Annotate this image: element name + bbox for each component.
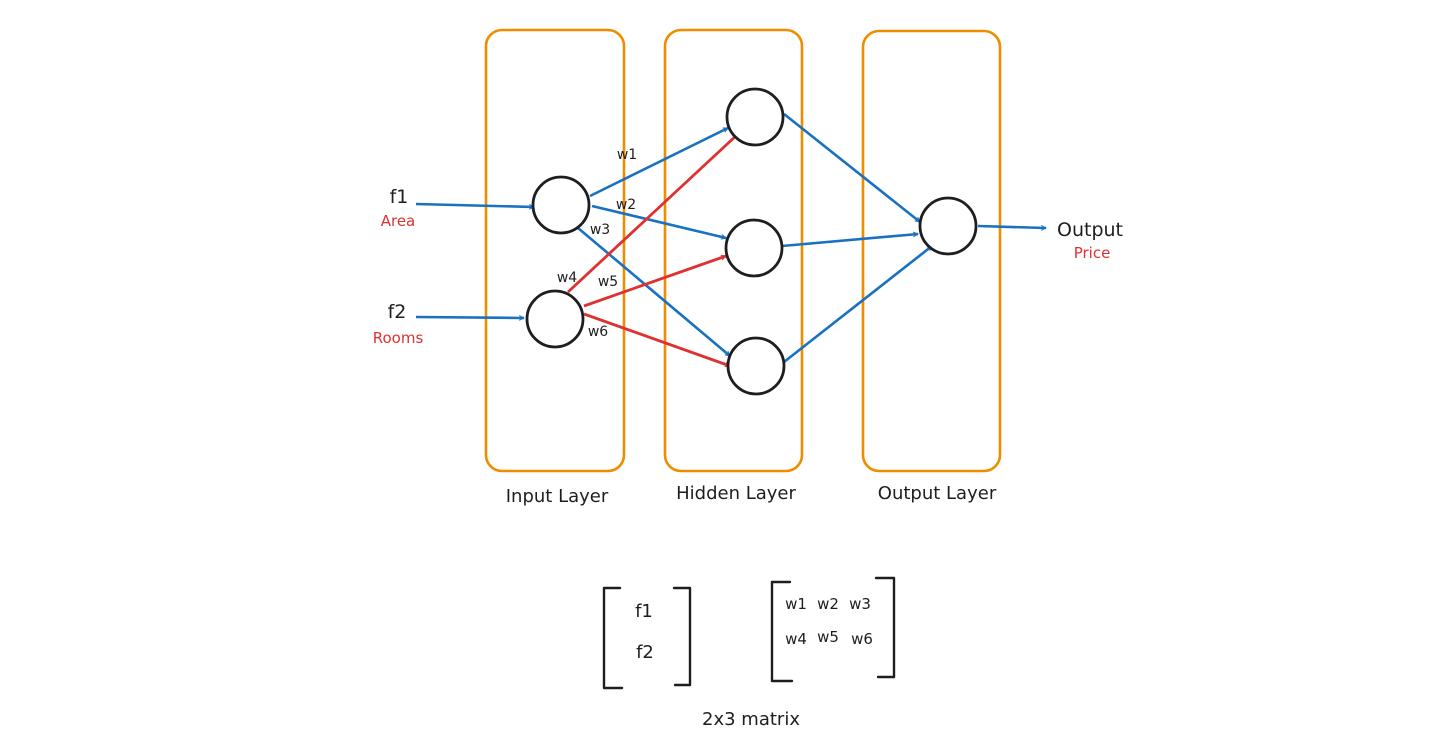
edge-w4 bbox=[567, 132, 739, 294]
matrix-cell-r1c1: w1 bbox=[785, 595, 807, 613]
edge-w6 bbox=[583, 312, 730, 368]
matrix-bracket-right bbox=[874, 576, 896, 679]
matrix-cell-r2c3: w6 bbox=[851, 630, 873, 648]
edge-w5 bbox=[583, 254, 726, 308]
weight-label-w1: w1 bbox=[617, 147, 637, 163]
hidden-node-3 bbox=[726, 336, 786, 396]
matrix-bracket-left bbox=[770, 580, 794, 683]
input-f1-desc: Area bbox=[381, 212, 416, 230]
weight-label-w2: w2 bbox=[616, 197, 636, 213]
input-f2-label: f2 bbox=[388, 301, 407, 323]
hidden-node-2 bbox=[724, 218, 784, 278]
matrix-cell-r2c2: w5 bbox=[817, 628, 839, 646]
matrix-caption: 2x3 matrix bbox=[702, 709, 800, 730]
layer-caption-output: Output Layer bbox=[878, 483, 997, 504]
layer-caption-input: Input Layer bbox=[506, 486, 609, 507]
edge-hidden1-output bbox=[783, 112, 920, 224]
vector-bracket-left bbox=[602, 586, 624, 690]
weight-label-w3: w3 bbox=[590, 222, 610, 238]
edge-hidden3-output bbox=[783, 244, 932, 364]
layer-caption-hidden: Hidden Layer bbox=[676, 483, 796, 504]
edge-w2 bbox=[591, 204, 726, 238]
matrix-cell-r1c3: w3 bbox=[849, 595, 871, 613]
output-node bbox=[918, 196, 978, 256]
weight-label-w6: w6 bbox=[588, 324, 608, 340]
input-arrow-f1 bbox=[415, 202, 534, 207]
hidden-layer-box bbox=[663, 28, 804, 473]
vector-entry-f2: f2 bbox=[636, 642, 654, 663]
edge-w1 bbox=[589, 126, 728, 198]
hidden-node-1 bbox=[725, 87, 785, 147]
edge-w3 bbox=[577, 227, 731, 357]
edge-hidden2-output bbox=[781, 234, 918, 248]
output-label: Output bbox=[1057, 219, 1123, 241]
input-node-f1 bbox=[531, 175, 591, 235]
matrix-cell-r2c1: w4 bbox=[785, 630, 807, 648]
vector-bracket-right bbox=[672, 586, 692, 687]
output-layer-box bbox=[861, 29, 1002, 473]
input-f1-label: f1 bbox=[390, 186, 409, 208]
vector-entry-f1: f1 bbox=[635, 601, 653, 622]
output-arrow bbox=[977, 224, 1046, 228]
input-f2-desc: Rooms bbox=[373, 329, 424, 347]
input-layer-box bbox=[484, 28, 626, 473]
input-node-f2 bbox=[525, 289, 585, 349]
input-arrow-f2 bbox=[415, 317, 524, 318]
output-desc: Price bbox=[1074, 244, 1111, 262]
weight-label-w4: w4 bbox=[557, 270, 577, 286]
matrix-cell-r1c2: w2 bbox=[817, 595, 839, 613]
weight-label-w5: w5 bbox=[598, 274, 618, 290]
